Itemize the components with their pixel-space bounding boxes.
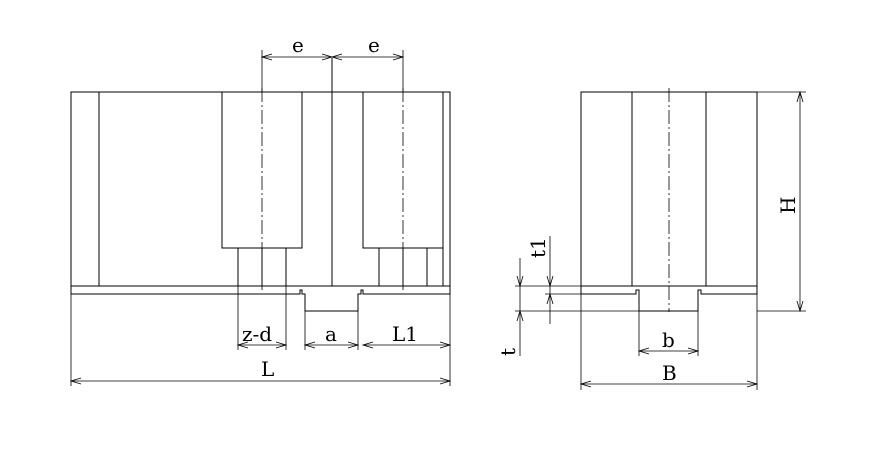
side-view: H t1 t b B <box>496 88 806 390</box>
label-L: L <box>261 357 274 381</box>
front-body-outline <box>70 91 451 287</box>
B-arrow-left <box>579 380 592 388</box>
B-arrow-right <box>746 380 759 388</box>
label-t1: t1 <box>526 237 550 258</box>
H-arrow-top <box>796 90 804 103</box>
label-a: a <box>325 322 337 346</box>
L1-arrow-left <box>361 341 374 349</box>
label-L1: L1 <box>392 322 418 346</box>
a-arrow-right <box>347 341 360 349</box>
label-e-right: e <box>368 33 380 57</box>
t-arrow-bottom <box>516 309 524 322</box>
e-arrow-3 <box>330 53 343 61</box>
label-z-d: z-d <box>242 322 272 346</box>
label-e-left: e <box>292 33 304 57</box>
label-b: b <box>662 328 675 352</box>
front-view: e e z-d a L1 L <box>69 33 452 386</box>
label-t: t <box>496 348 520 356</box>
L-arrow-left <box>69 377 82 385</box>
e-arrow-4 <box>392 53 405 61</box>
L1-arrow-right <box>439 341 452 349</box>
label-H: H <box>776 197 800 214</box>
t1-arrow-bottom <box>546 292 554 305</box>
z-d-arrow-right <box>275 341 288 349</box>
a-arrow-left <box>303 341 316 349</box>
L-arrow-right <box>439 377 452 385</box>
H-arrow-bottom <box>796 300 804 313</box>
label-B: B <box>662 361 677 385</box>
t-arrow-top <box>516 275 524 288</box>
b-arrow-left <box>637 347 650 355</box>
front-base-outline <box>70 286 451 312</box>
e-arrow-1 <box>260 53 273 61</box>
side-base-outline <box>580 286 758 312</box>
z-d-arrow-left <box>236 341 249 349</box>
b-arrow-right <box>687 347 700 355</box>
t1-arrow-top <box>546 275 554 288</box>
